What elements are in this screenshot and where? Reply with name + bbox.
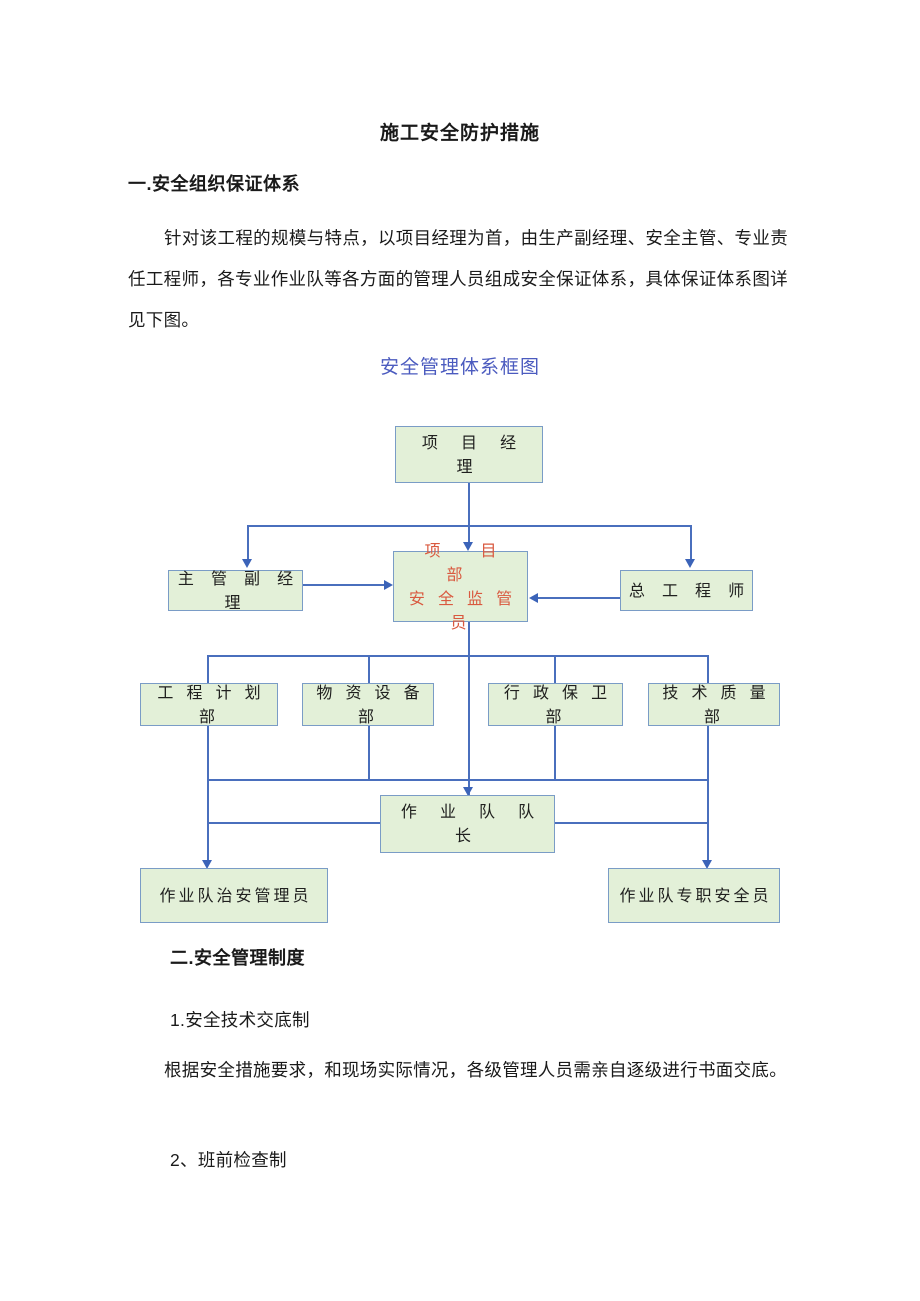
node-chief-engineer: 总 工 程 师 [620, 570, 753, 611]
connector-supervisor-down [468, 622, 470, 655]
node-supervisor-line-2: 安 全 监 管 员 [408, 588, 517, 632]
page-title: 施工安全防护措施 [379, 123, 540, 144]
connector-drop-dept-1 [207, 655, 209, 683]
connector-bar-departments-collector [207, 779, 708, 781]
connector-chief-to-supervisor [537, 597, 620, 599]
connector-trunk-team-leader [468, 655, 470, 795]
connector-dept3-down [554, 726, 556, 779]
section-2-heading: 二.安全管理制度 [170, 948, 306, 968]
safety-management-diagram: 安全管理体系框图 项 目 经 理 主 管 副 经 理 项 目 部 安 全 监 管… [0, 352, 920, 942]
connector-drop-dept-4 [707, 655, 709, 683]
node-team-public-security-officer: 作业队治安管理员 [140, 868, 328, 923]
paragraph-2-text: 根据安全措施要求，和现场实际情况，各级管理人员需亲自逐级进行书面交底。 [164, 1060, 787, 1080]
node-dept-material-equipment: 物 资 设 备 部 [302, 683, 434, 726]
connector-dept4-down [707, 726, 709, 779]
paragraph-1: 针对该工程的规模与特点，以项目经理为首，由生产副经理、安全主管、专业责任工程师，… [128, 218, 788, 341]
connector-right-leg [707, 779, 709, 865]
connector-pm-to-bar [468, 483, 470, 525]
arrow-down-team-leader-icon [463, 787, 473, 796]
paragraph-1-text: 针对该工程的规模与特点，以项目经理为首，由生产副经理、安全主管、专业责任工程师，… [128, 228, 788, 330]
connector-dept1-down [207, 726, 209, 779]
arrow-down-supervisor-icon [463, 542, 473, 551]
arrow-down-safety-officer-icon [702, 860, 712, 869]
node-dept-admin-security: 行 政 保 卫 部 [488, 683, 623, 726]
diagram-title: 安全管理体系框图 [379, 357, 540, 378]
paragraph-2: 根据安全措施要求，和现场实际情况，各级管理人员需亲自逐级进行书面交底。 [128, 1050, 788, 1091]
node-team-full-time-safety-officer: 作业队专职安全员 [608, 868, 780, 923]
connector-dept2-down [368, 726, 370, 779]
item-2-heading: 2、班前检查制 [170, 1150, 287, 1170]
node-dept-engineering-plan: 工 程 计 划 部 [140, 683, 278, 726]
node-deputy-manager: 主 管 副 经 理 [168, 569, 303, 612]
item-1-heading: 1.安全技术交底制 [170, 1010, 310, 1030]
section-1-heading: 一.安全组织保证体系 [128, 174, 301, 194]
arrow-down-chief-icon [685, 559, 695, 568]
arrow-down-security-officer-icon [202, 860, 212, 869]
connector-drop-chief [690, 525, 692, 561]
arrow-left-supervisor-icon [529, 593, 538, 603]
node-supervisor-line-1: 项 目 部 [424, 540, 537, 584]
node-project-safety-supervisor: 项 目 部 安 全 监 管 员 [393, 541, 528, 632]
connector-drop-deputy [247, 525, 249, 561]
node-dept-tech-quality: 技 术 质 量 部 [648, 683, 780, 726]
node-team-leader: 作 业 队 队 长 [380, 795, 555, 853]
node-project-manager: 项 目 经 理 [395, 426, 543, 483]
arrow-right-supervisor-icon [384, 580, 393, 590]
arrow-down-deputy-icon [242, 559, 252, 568]
connector-drop-dept-2 [368, 655, 370, 683]
connector-drop-supervisor [468, 525, 470, 545]
connector-left-leg [207, 779, 209, 865]
connector-drop-dept-3 [554, 655, 556, 683]
connector-bar-row3 [207, 655, 708, 657]
connector-deputy-to-supervisor [303, 584, 385, 586]
